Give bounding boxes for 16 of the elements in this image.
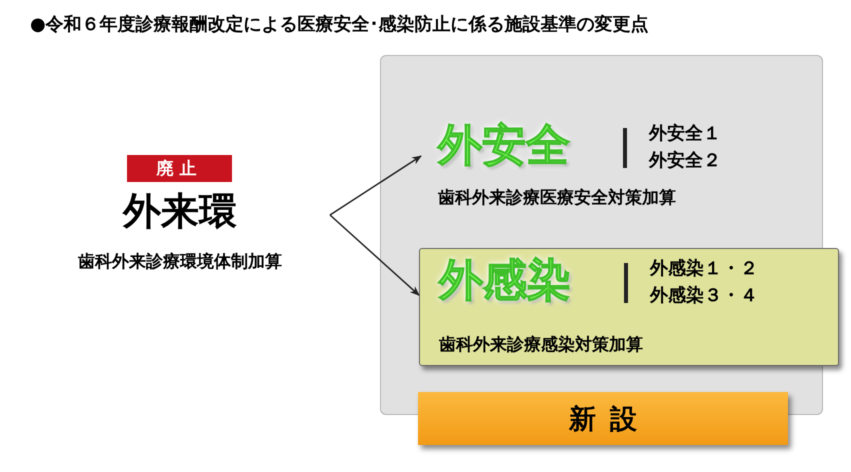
highlight-heading: 外感染	[439, 259, 571, 303]
arrow	[330, 214, 420, 296]
code-label: 外安全１	[649, 122, 721, 146]
abolished-badge: 廃止	[127, 155, 232, 182]
heading: 外来環	[121, 192, 238, 230]
title: ●令和６年度診療報酬改定による医療安全･感染防止に係る施設基準の変更点	[30, 13, 649, 36]
subtitle: 歯科外来診療感染対策加算	[439, 334, 643, 356]
highlight-heading: 外安全	[438, 124, 570, 168]
arrow	[330, 155, 422, 216]
new-banner: 新設	[418, 392, 788, 445]
subtitle: 歯科外来診療医療安全対策加算	[438, 187, 676, 209]
subtitle: 歯科外来診療環境体制加算	[77, 251, 283, 273]
code-label: 外感染３・４	[650, 284, 758, 308]
item-card	[419, 248, 839, 366]
code-label: 外感染１・２	[650, 257, 758, 281]
code-label: 外安全２	[649, 149, 721, 173]
